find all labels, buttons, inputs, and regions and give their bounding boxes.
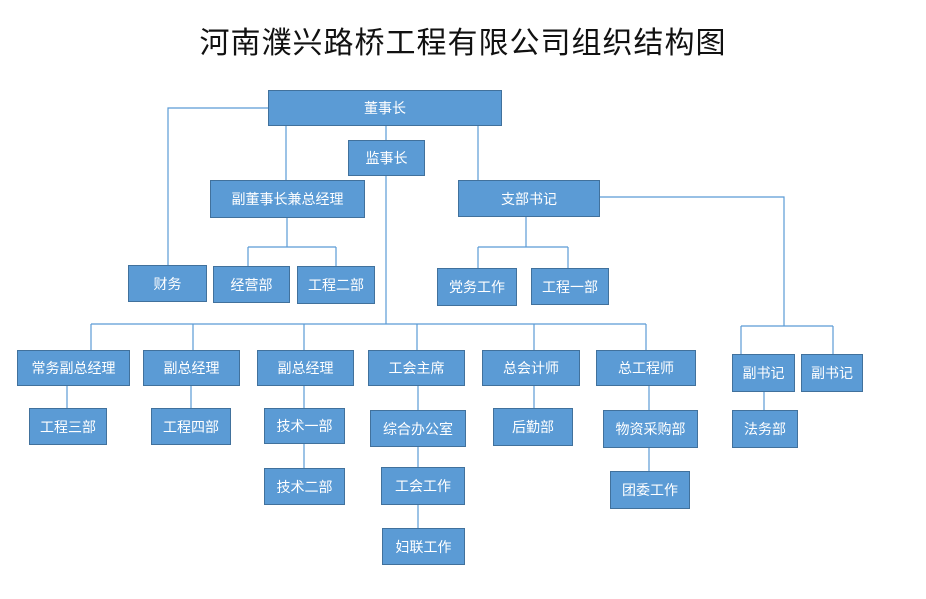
node-union-chairman: 工会主席 [368, 350, 465, 386]
node-legal-dept: 法务部 [732, 410, 798, 448]
node-chairman: 董事长 [268, 90, 502, 126]
node-chief-accountant: 总会计师 [482, 350, 580, 386]
node-engineering-dept-1: 工程一部 [531, 268, 609, 305]
node-women-federation: 妇联工作 [382, 528, 465, 565]
node-union-work: 工会工作 [381, 467, 465, 505]
node-general-office: 综合办公室 [370, 410, 466, 447]
node-executive-deputy-gm: 常务副总经理 [17, 350, 130, 386]
node-branch-secretary: 支部书记 [458, 180, 600, 217]
node-deputy-secretary-a: 副书记 [732, 354, 795, 392]
node-tech-dept-1: 技术一部 [264, 408, 345, 444]
node-deputy-secretary-b: 副书记 [801, 354, 863, 392]
node-finance: 财务 [128, 265, 207, 302]
node-tech-dept-2: 技术二部 [264, 468, 345, 505]
node-party-work: 党务工作 [437, 268, 517, 306]
node-deputy-gm-a: 副总经理 [143, 350, 240, 386]
node-procurement-dept: 物资采购部 [603, 410, 698, 448]
node-youth-league: 团委工作 [610, 471, 690, 509]
node-business-dept: 经营部 [213, 266, 290, 303]
node-vice-chairman-gm: 副董事长兼总经理 [210, 180, 365, 218]
node-logistics-dept: 后勤部 [493, 408, 573, 446]
node-engineering-dept-4: 工程四部 [151, 408, 231, 445]
node-supervisor: 监事长 [348, 140, 425, 176]
node-chief-engineer: 总工程师 [596, 350, 696, 386]
node-engineering-dept-3: 工程三部 [29, 408, 107, 445]
node-engineering-dept-2: 工程二部 [297, 266, 375, 304]
chart-title: 河南濮兴路桥工程有限公司组织结构图 [199, 26, 727, 61]
line-chairman-finance [167, 107, 268, 265]
node-deputy-gm-b: 副总经理 [257, 350, 354, 386]
